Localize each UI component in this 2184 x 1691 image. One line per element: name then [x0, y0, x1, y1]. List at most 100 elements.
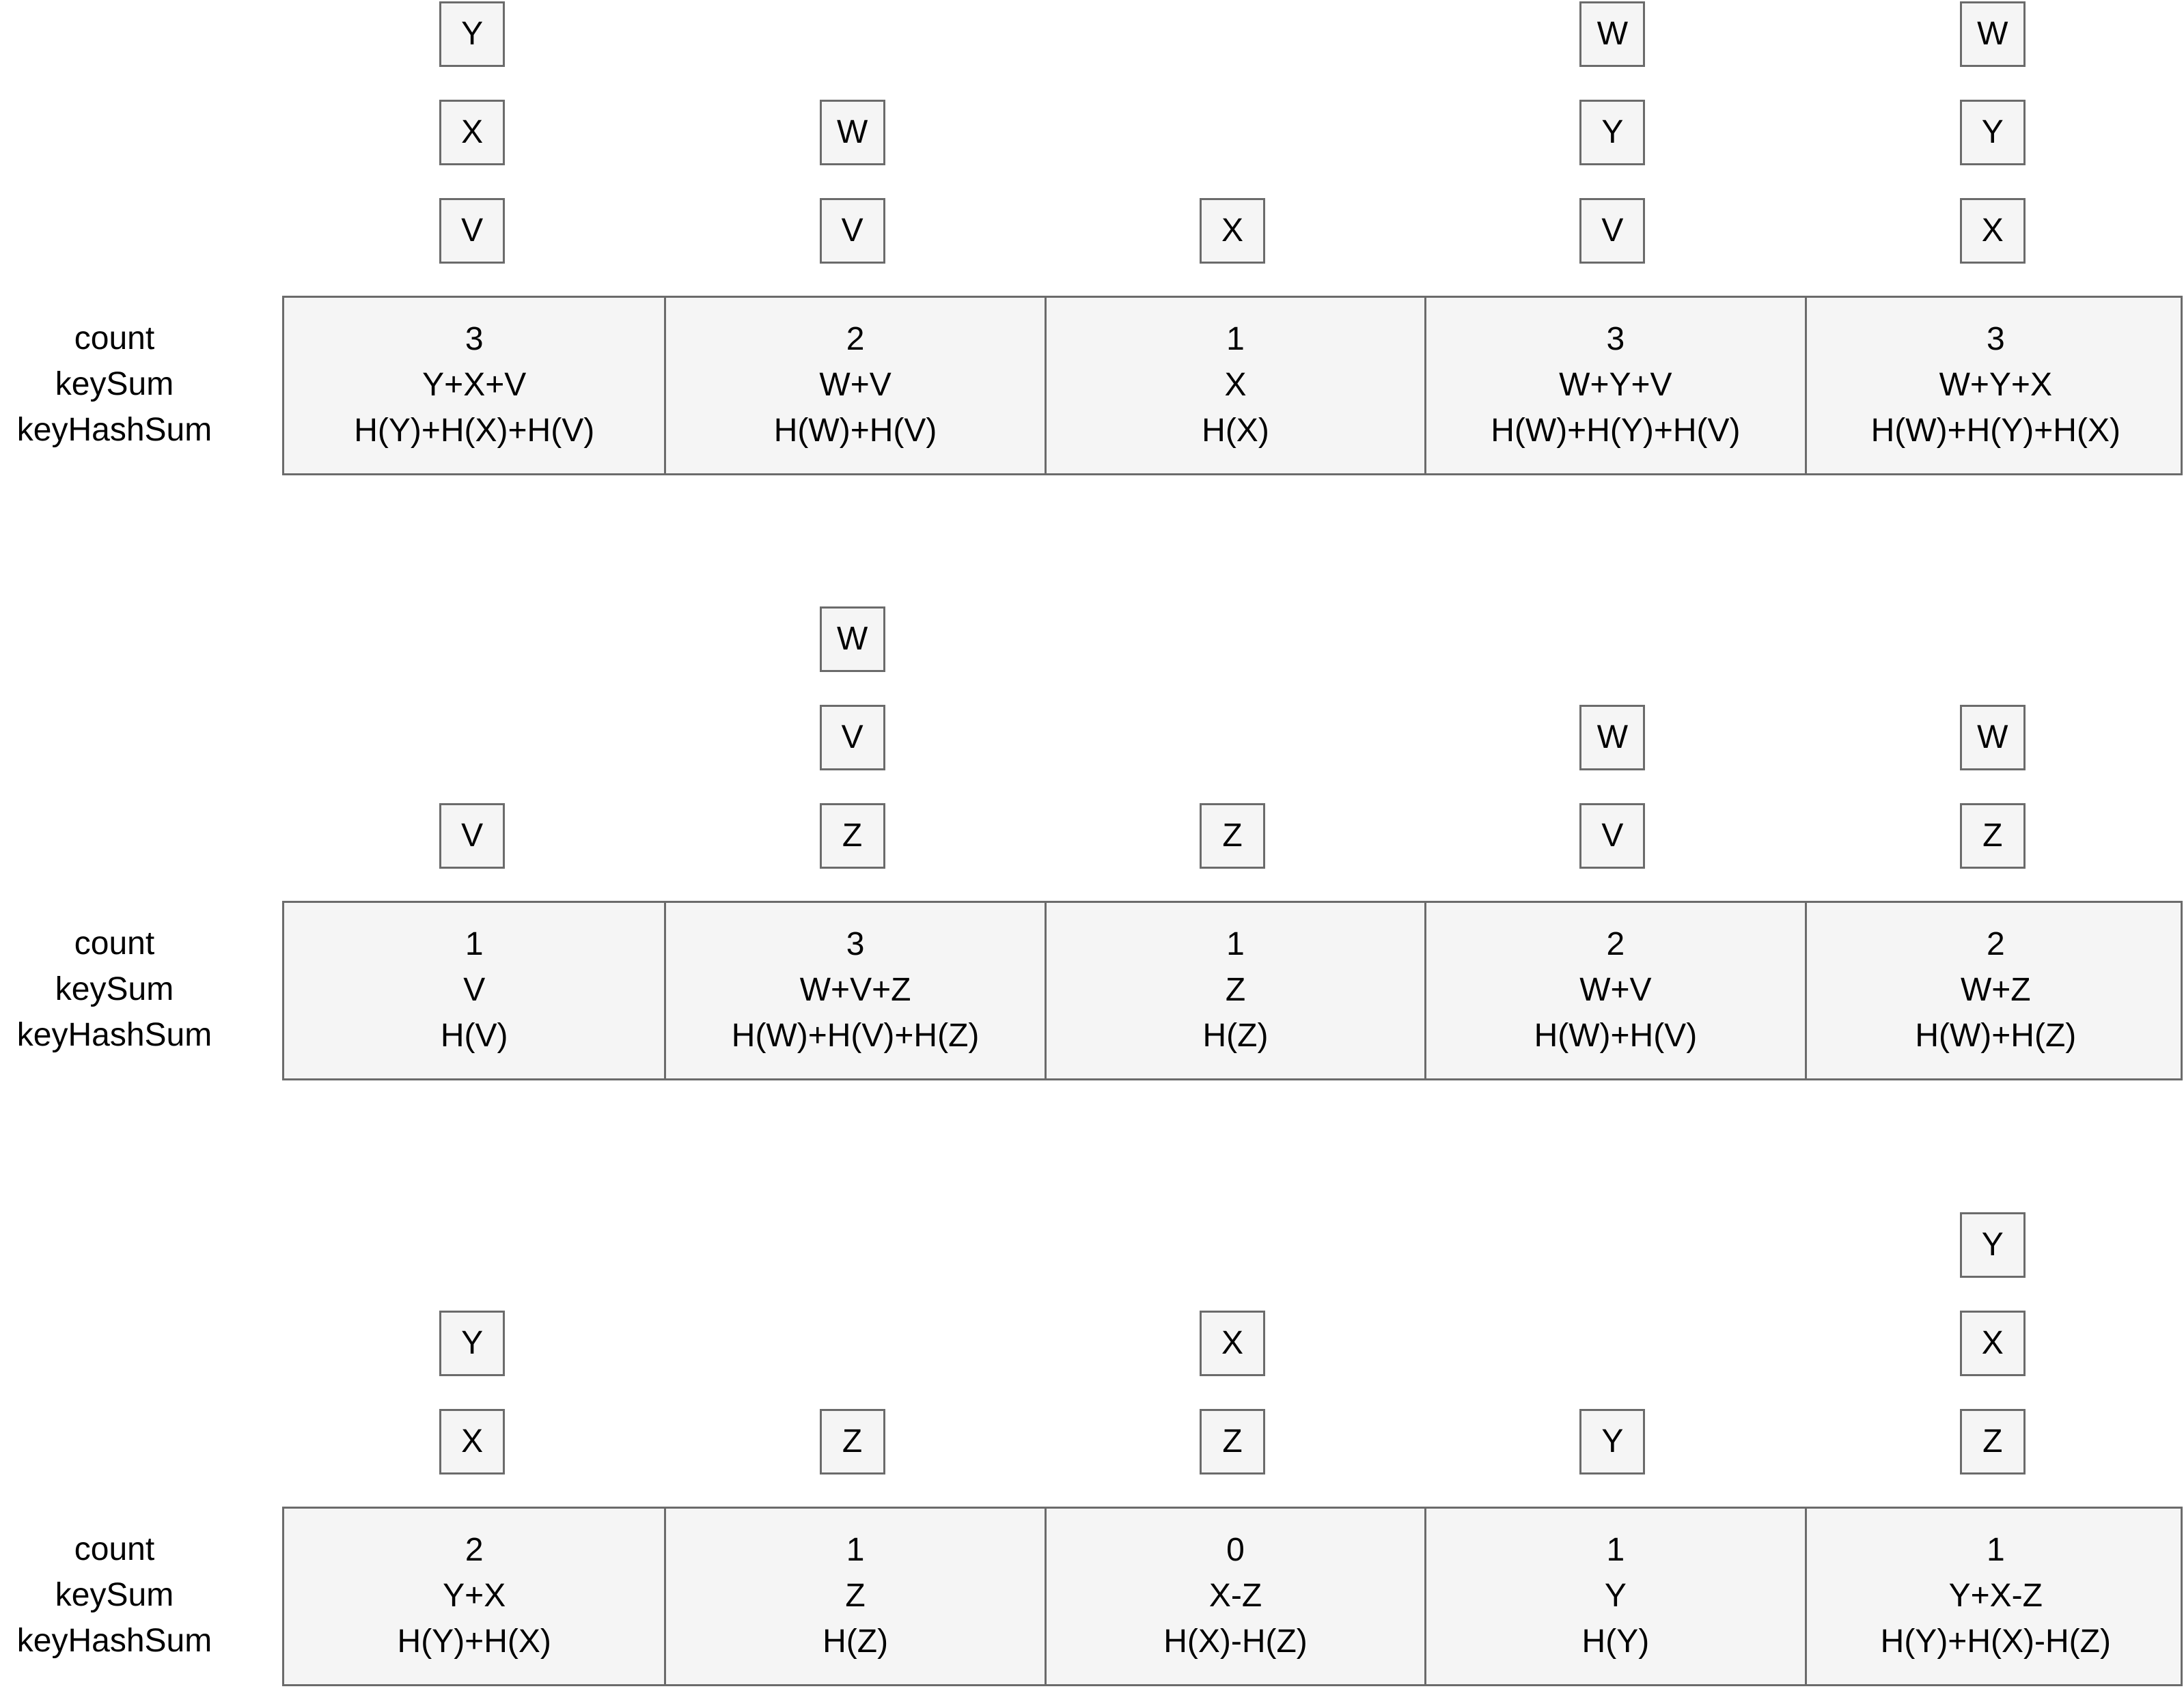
cell-keysum: W+Y+V — [1559, 367, 1672, 403]
row-label-keysum: keySum — [55, 366, 174, 402]
key-stack: V — [439, 803, 506, 869]
cell-count: 3 — [1606, 321, 1625, 357]
cell-keysum: W+V — [1579, 972, 1652, 1008]
cell-keysum: W+Z — [1960, 972, 2031, 1008]
cell-count: 1 — [465, 926, 484, 962]
key-box: Y — [1959, 100, 2026, 165]
key-box: W — [819, 100, 885, 165]
cell-count: 3 — [465, 321, 484, 357]
cell-count: 3 — [1986, 321, 2005, 357]
cell-keysum: Y+X+V — [422, 367, 527, 403]
key-box: V — [439, 803, 506, 869]
row-label-keyhashsum: keyHashSum — [16, 1017, 212, 1053]
key-box: X — [439, 100, 506, 165]
cell-keysum: V — [463, 972, 486, 1008]
key-box: X — [1200, 198, 1265, 264]
key-box: Y — [1579, 1409, 1646, 1475]
row-label-count: count — [74, 320, 155, 357]
key-box: V — [1579, 198, 1646, 264]
key-box: W — [1959, 705, 2026, 770]
key-box: V — [1579, 803, 1646, 869]
row-label-keyhashsum: keyHashSum — [16, 412, 212, 448]
cell-keyhashsum: H(W)+H(Z) — [1915, 1018, 2077, 1054]
key-box: Y — [439, 1, 506, 67]
cell-keyhashsum: H(W)+H(Y)+H(V) — [1491, 413, 1741, 449]
cell-keyhashsum: H(Z) — [1202, 1018, 1269, 1054]
cell-keysum: X-Z — [1208, 1578, 1262, 1614]
cell-keyhashsum: H(Y)+H(X)+H(V) — [354, 413, 595, 449]
key-box: Z — [1200, 803, 1265, 869]
cell-count: 2 — [846, 321, 865, 357]
cell-keysum: Y+X — [443, 1578, 506, 1614]
cell-keyhashsum: H(X) — [1202, 413, 1269, 449]
key-box: W — [1959, 1, 2026, 67]
key-box: Y — [439, 1311, 506, 1376]
cell-keyhashsum: H(W)+H(V) — [773, 413, 937, 449]
row-label-keysum: keySum — [55, 1577, 174, 1613]
cell-keysum: Z — [1225, 972, 1246, 1008]
row-label-count: count — [74, 925, 155, 962]
cell-count: 2 — [465, 1532, 484, 1568]
key-stack: Y — [1579, 1409, 1646, 1475]
key-box: Z — [1200, 1409, 1265, 1475]
cell-keyhashsum: H(Y) — [1581, 1623, 1650, 1660]
cell-keyhashsum: H(W)+H(V) — [1534, 1018, 1698, 1054]
key-box: X — [1959, 1311, 2026, 1376]
key-box: Y — [1579, 100, 1646, 165]
cell-keyhashsum: H(W)+H(V)+H(Z) — [731, 1018, 980, 1054]
row-labels: count keySum keyHashSum — [0, 1526, 229, 1664]
key-box: W — [1579, 1, 1646, 67]
key-box: V — [439, 198, 506, 264]
key-box: W — [1579, 705, 1646, 770]
key-stack: X — [1200, 198, 1265, 264]
cell-count: 1 — [1226, 926, 1245, 962]
cell-keyhashsum: H(X)-H(Z) — [1163, 1623, 1308, 1660]
key-box: V — [819, 705, 885, 770]
cell-keyhashsum: H(Y)+H(X) — [397, 1623, 551, 1660]
cell-count: 2 — [1986, 926, 2005, 962]
key-box: X — [439, 1409, 506, 1475]
key-box: Z — [819, 1409, 885, 1475]
key-box: Z — [1959, 803, 2026, 869]
cell-count: 0 — [1226, 1532, 1245, 1568]
row-label-keyhashsum: keyHashSum — [16, 1623, 212, 1659]
cell-count: 1 — [1226, 321, 1245, 357]
key-box: Y — [1959, 1212, 2026, 1278]
cell-keyhashsum: H(Y)+H(X)-H(Z) — [1880, 1623, 2111, 1660]
cell-count: 3 — [846, 926, 865, 962]
cell-keyhashsum: H(Z) — [823, 1623, 889, 1660]
cell-keysum: Y+X-Z — [1948, 1578, 2043, 1614]
key-stack: Z — [819, 1409, 885, 1475]
key-box: X — [1200, 1311, 1265, 1376]
cell-keysum: Z — [845, 1578, 866, 1614]
cell-keyhashsum: H(V) — [440, 1018, 508, 1054]
cell-count: 1 — [846, 1532, 865, 1568]
row-label-keysum: keySum — [55, 971, 174, 1007]
key-stack: Z — [1200, 803, 1265, 869]
cell-count: 2 — [1606, 926, 1625, 962]
